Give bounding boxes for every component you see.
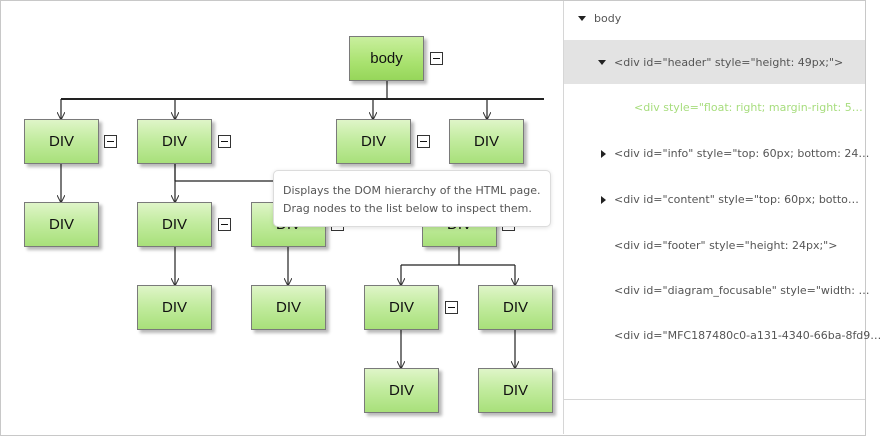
expand-arrow-icon[interactable] (598, 60, 606, 65)
tree-item-label: <div id="footer" style="height: 24px;"> (614, 239, 838, 252)
tree-item-label: <div style="float: right; margin-right: … (634, 101, 863, 114)
node-div[interactable]: DIV (251, 285, 326, 330)
node-div[interactable]: DIV (478, 368, 553, 413)
node-div[interactable]: DIV (24, 202, 99, 247)
panel-divider[interactable] (563, 1, 564, 434)
node-div[interactable]: DIV (449, 119, 524, 164)
panel-separator (564, 399, 865, 400)
collapse-icon[interactable] (445, 301, 458, 314)
tree-item-label: <div id="header" style="height: 49px;"> (614, 56, 844, 69)
tree-item-dragged[interactable]: <div style="float: right; margin-right: … (564, 85, 865, 129)
collapse-icon[interactable] (417, 135, 430, 148)
node-body[interactable]: body (349, 36, 424, 81)
collapse-icon[interactable] (218, 135, 231, 148)
tree-item-label: <div id="diagram_focusable" style="width… (614, 284, 870, 297)
diagram-tooltip: Displays the DOM hierarchy of the HTML p… (273, 170, 551, 227)
diagram-links (1, 81, 544, 434)
tree-item-footer[interactable]: <div id="footer" style="height: 24px;"> (564, 223, 865, 267)
node-div[interactable]: DIV (24, 119, 99, 164)
tooltip-line: Displays the DOM hierarchy of the HTML p… (283, 184, 541, 197)
tree-item-label: body (594, 12, 622, 25)
tree-item-info[interactable]: <div id="info" style="top: 60px; bottom:… (564, 131, 869, 175)
expand-arrow-icon[interactable] (601, 150, 606, 158)
collapse-icon[interactable] (430, 52, 443, 65)
node-div[interactable]: DIV (137, 285, 212, 330)
expand-arrow-icon[interactable] (601, 196, 606, 204)
node-div[interactable]: DIV (137, 202, 212, 247)
node-div[interactable]: DIV (478, 285, 553, 330)
node-div[interactable]: DIV (336, 119, 411, 164)
node-div[interactable]: DIV (364, 368, 439, 413)
tooltip-line: Drag nodes to the list below to inspect … (283, 202, 532, 215)
tree-item-content[interactable]: <div id="content" style="top: 60px; bott… (564, 177, 865, 221)
tree-item-label: <div id="content" style="top: 60px; bott… (614, 193, 859, 206)
node-div[interactable]: DIV (137, 119, 212, 164)
dom-tree-panel: body <div id="header" style="height: 49p… (564, 1, 881, 434)
expand-arrow-icon[interactable] (578, 16, 586, 21)
tree-item-label: <div id="info" style="top: 60px; bottom:… (614, 147, 870, 160)
tree-item-mfc[interactable]: <div id="MFC187480c0-a131-4340-66ba-8fd9… (564, 313, 881, 357)
collapse-icon[interactable] (104, 135, 117, 148)
tree-item-header[interactable]: <div id="header" style="height: 49px;"> (564, 40, 865, 84)
tree-item-body[interactable]: body (564, 1, 865, 39)
collapse-icon[interactable] (218, 218, 231, 231)
tree-item-diagram-focusable[interactable]: <div id="diagram_focusable" style="width… (564, 268, 869, 312)
tree-item-label: <div id="MFC187480c0-a131-4340-66ba-8fd9… (614, 329, 881, 342)
node-div[interactable]: DIV (364, 285, 439, 330)
